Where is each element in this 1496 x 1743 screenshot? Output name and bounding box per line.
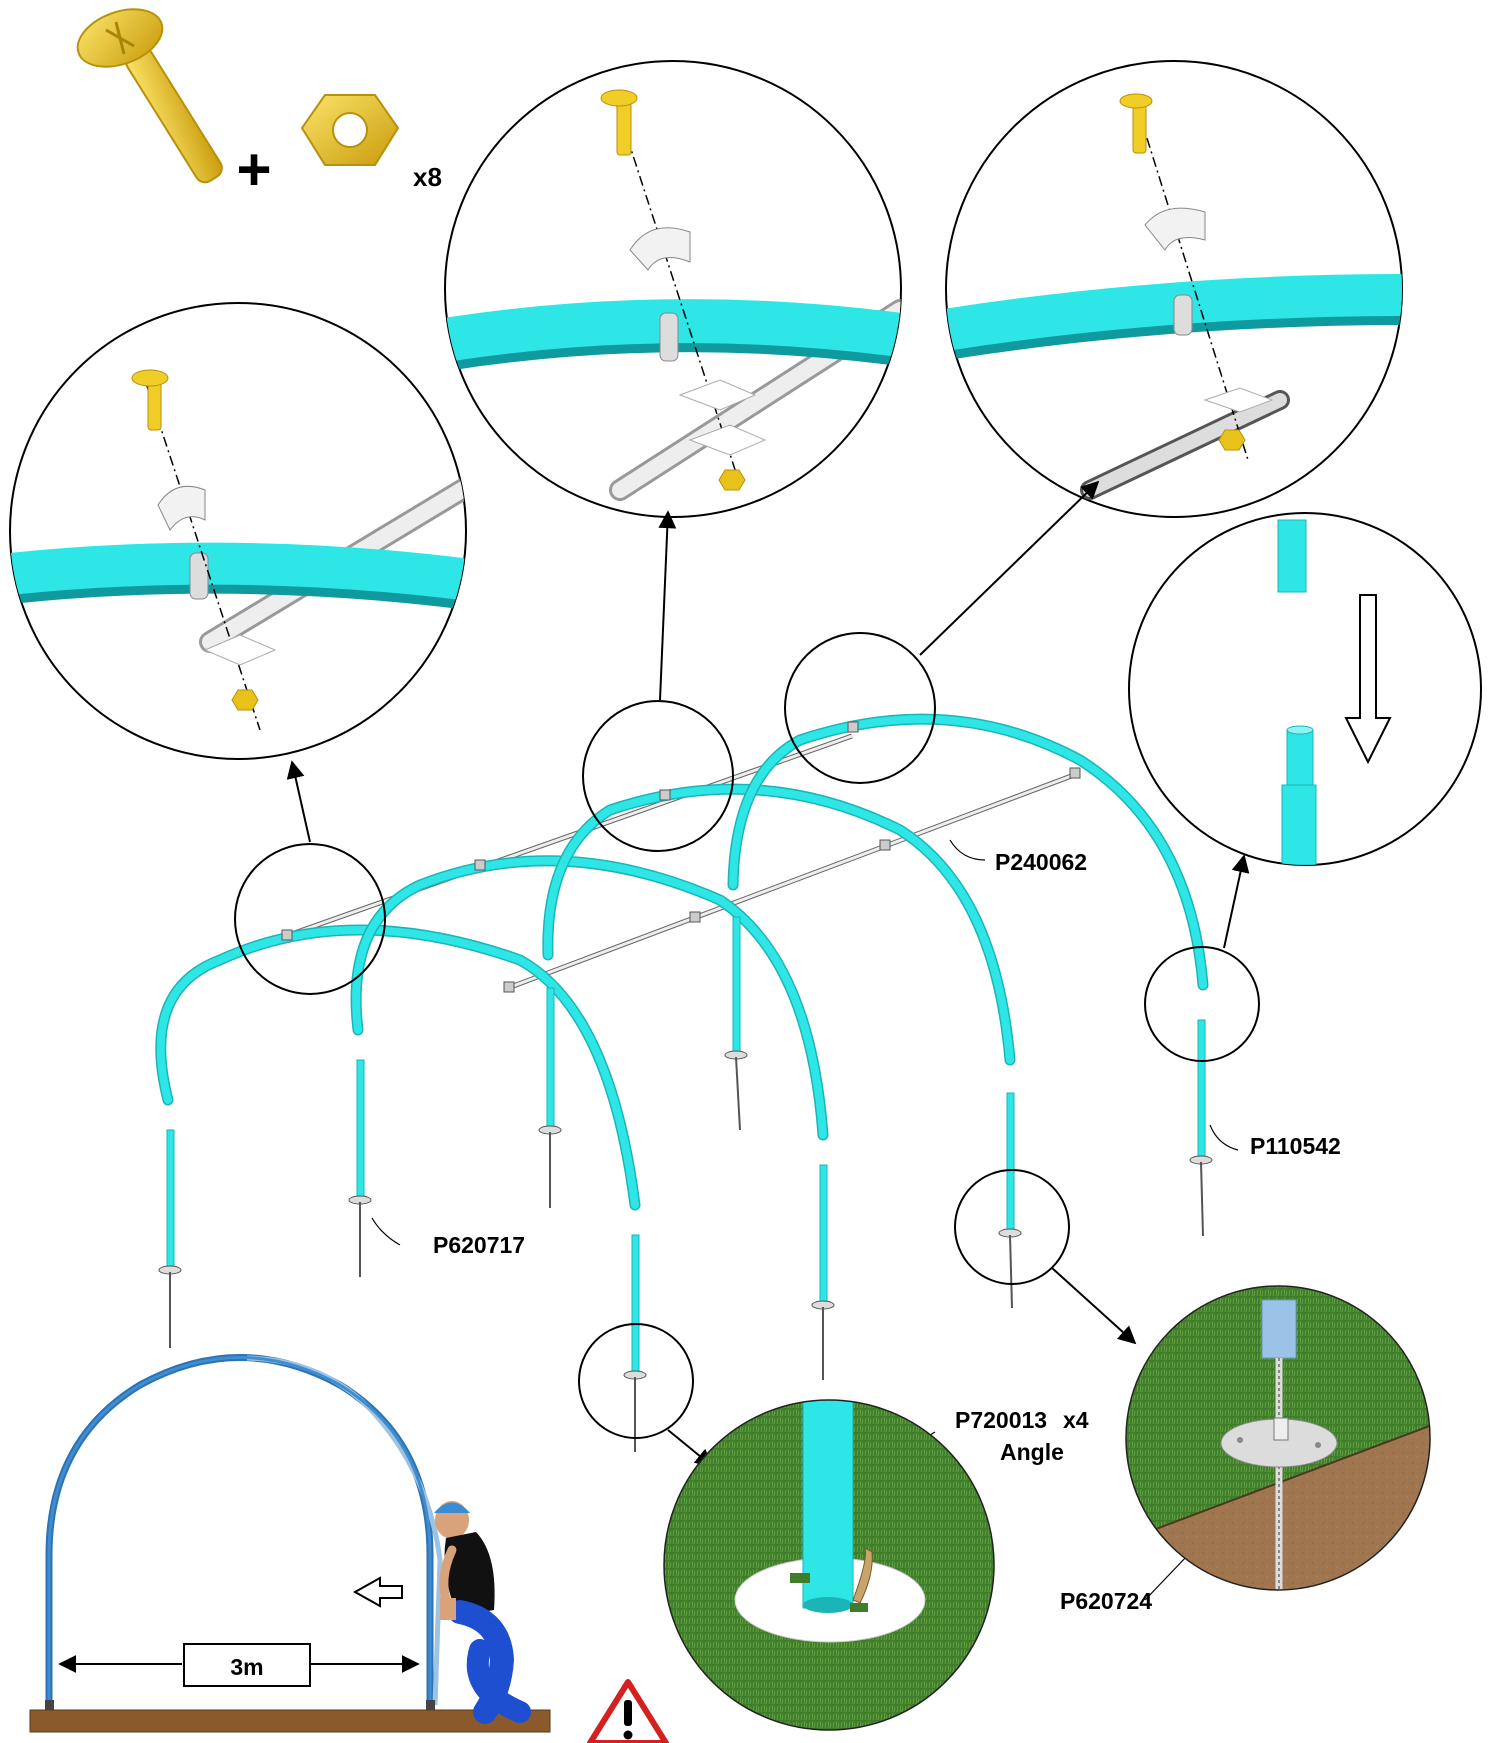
ground-pole — [1189, 1019, 1213, 1237]
push-direction-arrow-icon — [352, 1576, 403, 1608]
ground-pole — [158, 1129, 182, 1348]
warning-triangle-icon — [587, 1679, 669, 1743]
side-view-diagram: 3m — [29, 1354, 551, 1733]
label-anchor: P620724 — [1060, 1588, 1152, 1614]
ground-pole — [623, 1234, 647, 1452]
callout-circle-anchor — [954, 1169, 1070, 1285]
hardware-quantity: x8 — [413, 162, 442, 192]
width-dimension-box — [183, 1643, 311, 1687]
ground-detail-anchor — [1125, 1285, 1431, 1591]
ground-strip — [29, 1709, 551, 1733]
callout-circle-joint-right — [784, 632, 936, 784]
callout-circles — [234, 632, 1260, 1439]
carriage-bolt-icon — [76, 8, 223, 184]
label-crossbar: P240062 — [995, 849, 1087, 875]
detail-circle-bolt-right — [945, 60, 1403, 518]
detail-circle-bolt-middle — [444, 60, 902, 518]
label-angle-code: P720013 — [955, 1407, 1047, 1433]
label-pole-right: P110542 — [1250, 1133, 1341, 1159]
down-arrow-icon — [1344, 594, 1392, 765]
label-angle-qty: x4 — [1063, 1407, 1089, 1433]
detail-circle-pole-insertion — [1128, 512, 1482, 866]
ground-pole — [348, 1059, 372, 1277]
ground-pole — [538, 987, 562, 1208]
label-angle-name: Angle — [1000, 1439, 1064, 1465]
callout-circle-pole-end — [1144, 946, 1260, 1062]
detail-circle-bolt-left — [9, 302, 467, 760]
person-figure — [434, 1501, 531, 1724]
ground-detail-angle — [663, 1399, 995, 1731]
label-pole-left: P620717 — [433, 1232, 525, 1258]
plus-sign: + — [236, 136, 271, 203]
ground-pole — [811, 1164, 835, 1380]
ground-pole — [998, 1092, 1022, 1309]
ground-pole — [724, 916, 748, 1131]
ground-poles — [158, 916, 1213, 1452]
callout-circle-angle — [578, 1323, 694, 1439]
width-dimension-label: 3m — [230, 1654, 263, 1680]
callout-circle-joint-middle — [582, 700, 734, 852]
callout-circle-joint-left — [234, 843, 386, 995]
polytunnel-frame — [155, 713, 1209, 1211]
hex-nut-icon — [300, 94, 400, 166]
